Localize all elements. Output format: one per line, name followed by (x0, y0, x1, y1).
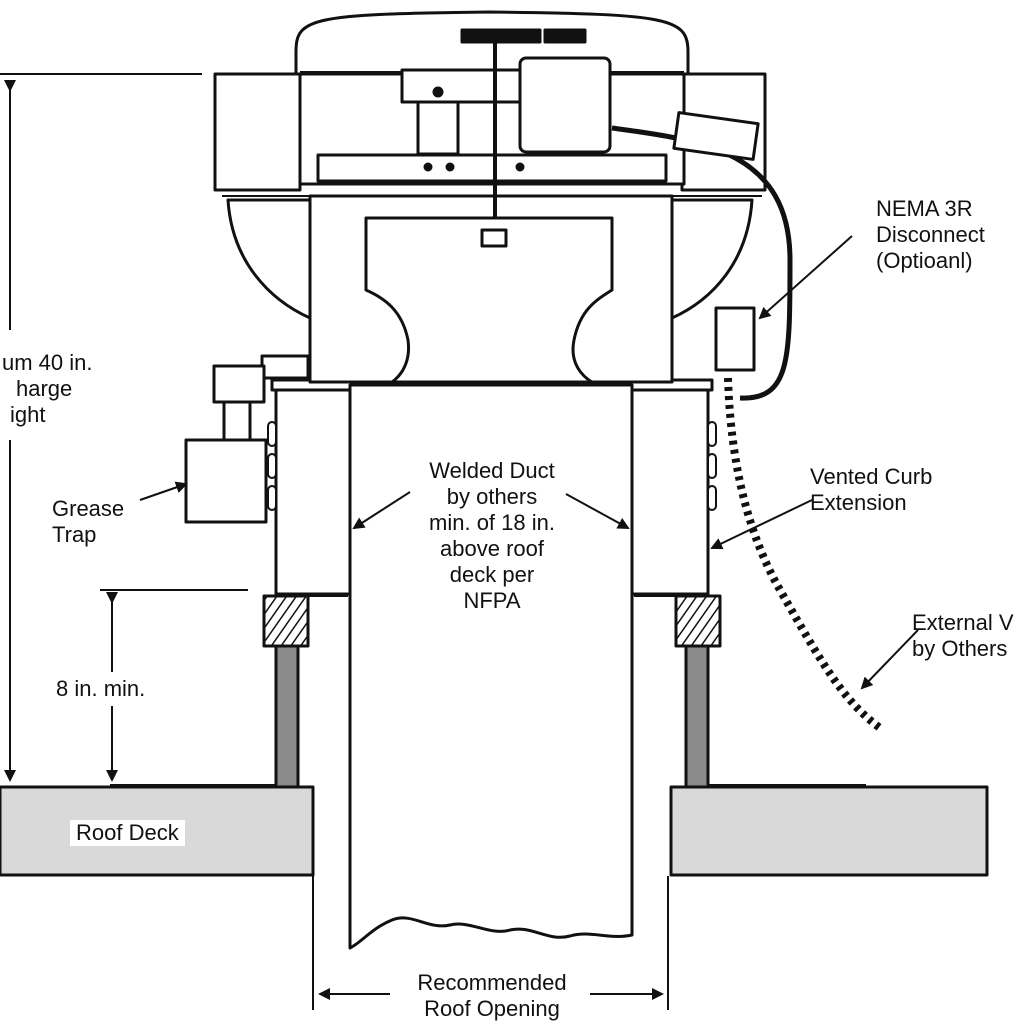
curb-posts (262, 594, 722, 789)
welded-duct-label: Welded Duct by others min. of 18 in. abo… (429, 458, 555, 613)
nema-leader-arrow (758, 235, 853, 320)
roof-opening-label: Recommended Roof Opening (417, 970, 567, 1021)
roof-deck-slab (0, 784, 989, 877)
external-vent-hose (724, 377, 883, 732)
grease-trap-leader-arrow (139, 481, 188, 501)
nema-disconnect-label: NEMA 3R Disconnect (Optioanl) (876, 196, 985, 273)
discharge-height-dimension (0, 73, 202, 782)
discharge-height-label: um 40 in. harge ight (2, 350, 93, 427)
vented-curb-leader-arrow (710, 499, 813, 550)
roof-deck-label: Roof Deck (70, 820, 185, 846)
roof-opening-dimension (312, 876, 669, 1010)
external-vent-label: External V by Others (912, 610, 1014, 661)
welded-duct (348, 383, 634, 950)
duct-leader-arrow-right (565, 493, 630, 529)
grease-trap-label: Grease Trap (52, 496, 125, 547)
exhaust-fan (212, 10, 793, 444)
disconnect-box (714, 306, 756, 372)
curb-height-dimension (100, 589, 248, 782)
duct-leader-arrow-left (352, 491, 411, 530)
grease-trap (184, 438, 268, 524)
vented-curb-label: Vented Curb Extension (810, 464, 933, 515)
external-vent-leader-arrow (860, 629, 919, 690)
curb-height-label: 8 in. min. (56, 676, 146, 701)
